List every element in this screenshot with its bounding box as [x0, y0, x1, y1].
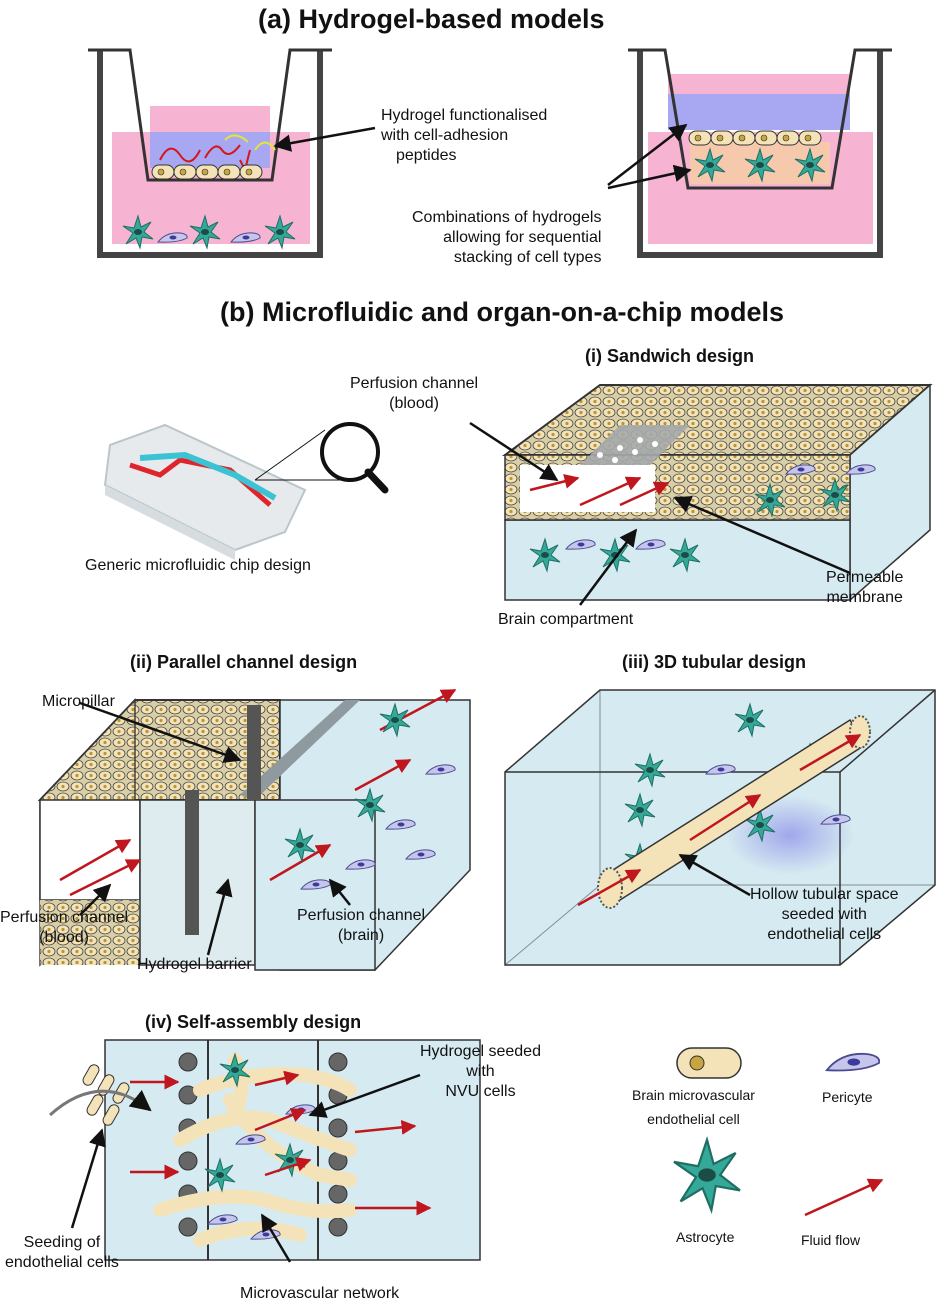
label-line: allowing for sequential	[443, 229, 602, 246]
label-hydrogel-peptides: Hydrogel functionalised with cell-adhesi…	[381, 106, 547, 166]
label-line: endothelial cell	[647, 1111, 740, 1127]
legend-flow-icon	[804, 1178, 884, 1217]
transwell-left	[88, 48, 332, 258]
label-line: Hydrogel functionalised	[381, 107, 548, 124]
label-hydrogel-combinations: Combinations of hydrogels allowing for s…	[412, 208, 601, 268]
label-line: Hollow tubular space	[750, 886, 899, 903]
label-line: Perfusion channel	[297, 907, 426, 924]
tubular-chip	[504, 689, 936, 966]
section-a-title: (a) Hydrogel-based models	[258, 4, 605, 34]
sandwich-annotation-arrows	[469, 421, 851, 606]
sandwich-chip	[469, 383, 933, 606]
label-line: Brain microvascular	[632, 1087, 755, 1103]
tubular-flow-arrows	[577, 733, 862, 907]
section-b-title: (b) Microfluidic and organ-on-a-chip mod…	[220, 297, 784, 327]
label-line: (brain)	[337, 927, 385, 944]
label-micropillar: Micropillar	[42, 693, 115, 710]
legend-astrocyte-icon	[672, 1138, 742, 1212]
label-line: (blood)	[39, 929, 89, 946]
legend-endothelial-label: Brain microvascular endothelial cell	[632, 1086, 755, 1128]
legend-astrocyte-label: Astrocyte	[676, 1229, 735, 1245]
legend-flow-label: Fluid flow	[801, 1232, 861, 1248]
label-line: NVU cells	[445, 1083, 516, 1100]
parallel-title: (ii) Parallel channel design	[130, 652, 358, 672]
legend-endothelial-icon	[676, 1047, 742, 1079]
legend-graphics	[672, 1047, 884, 1217]
legend-pericyte-label: Pericyte	[822, 1089, 873, 1105]
label-line: endothelial cells	[5, 1254, 119, 1271]
label-line: with cell-adhesion	[381, 127, 509, 144]
label-perfusion-brain: Perfusion channel (brain)	[297, 906, 425, 946]
self-assembly-title: (iv) Self-assembly design	[145, 1012, 362, 1032]
label-hydrogel-nvu: Hydrogel seeded with NVU cells	[420, 1042, 541, 1102]
sandwich-flow-arrows	[529, 473, 670, 507]
microvascular-network	[153, 1053, 357, 1247]
label-line: Perfusion channel	[0, 909, 129, 926]
sandwich-title: (i) Sandwich design	[585, 346, 755, 366]
parallel-annotation-arrows	[79, 701, 351, 956]
label-line: seeded with	[781, 906, 867, 923]
label-sandwich-perfusion: Perfusion channel (blood)	[350, 374, 478, 414]
membrane-pores	[597, 437, 658, 463]
transwell-right	[628, 48, 892, 258]
label-line: Seeding of	[23, 1234, 101, 1251]
self-assembly-flow-arrows	[130, 1070, 432, 1216]
self-assembly-chip	[48, 1039, 481, 1263]
label-hydrogel-barrier: Hydrogel barrier	[137, 956, 252, 973]
endothelial-monolayer-left	[151, 164, 263, 180]
legend-pericyte-icon	[825, 1052, 881, 1072]
parallel-flow-arrows	[59, 688, 457, 897]
label-line: (blood)	[389, 395, 439, 412]
label-permeable-membrane: Permeable membrane	[826, 568, 903, 608]
self-assembly-annotation-arrows	[70, 1073, 421, 1263]
label-line: Combinations of hydrogels	[412, 209, 602, 226]
label-perfusion-blood: Perfusion channel (blood)	[0, 908, 128, 948]
parallel-chip	[37, 688, 471, 971]
label-line: peptides	[396, 147, 457, 164]
label-line: Perfusion channel	[350, 375, 479, 392]
label-brain-compartment: Brain compartment	[498, 611, 634, 628]
label-line: Permeable	[826, 569, 904, 586]
label-microvascular-network: Microvascular network	[240, 1285, 400, 1302]
label-generic-chip: Generic microfluidic chip design	[85, 557, 311, 574]
label-line: stacking of cell types	[453, 249, 602, 266]
label-line: with	[466, 1063, 495, 1080]
label-line: Hydrogel seeded	[420, 1043, 541, 1060]
annotation-arrows-a	[273, 123, 692, 190]
label-line: endothelial cells	[767, 926, 882, 943]
label-seeding: Seeding of endothelial cells	[5, 1233, 119, 1273]
generic-chip	[103, 422, 389, 560]
label-line: membrane	[826, 589, 903, 606]
label-hollow-tubular: Hollow tubular space seeded with endothe…	[750, 885, 899, 945]
tubular-title: (iii) 3D tubular design	[622, 652, 807, 672]
